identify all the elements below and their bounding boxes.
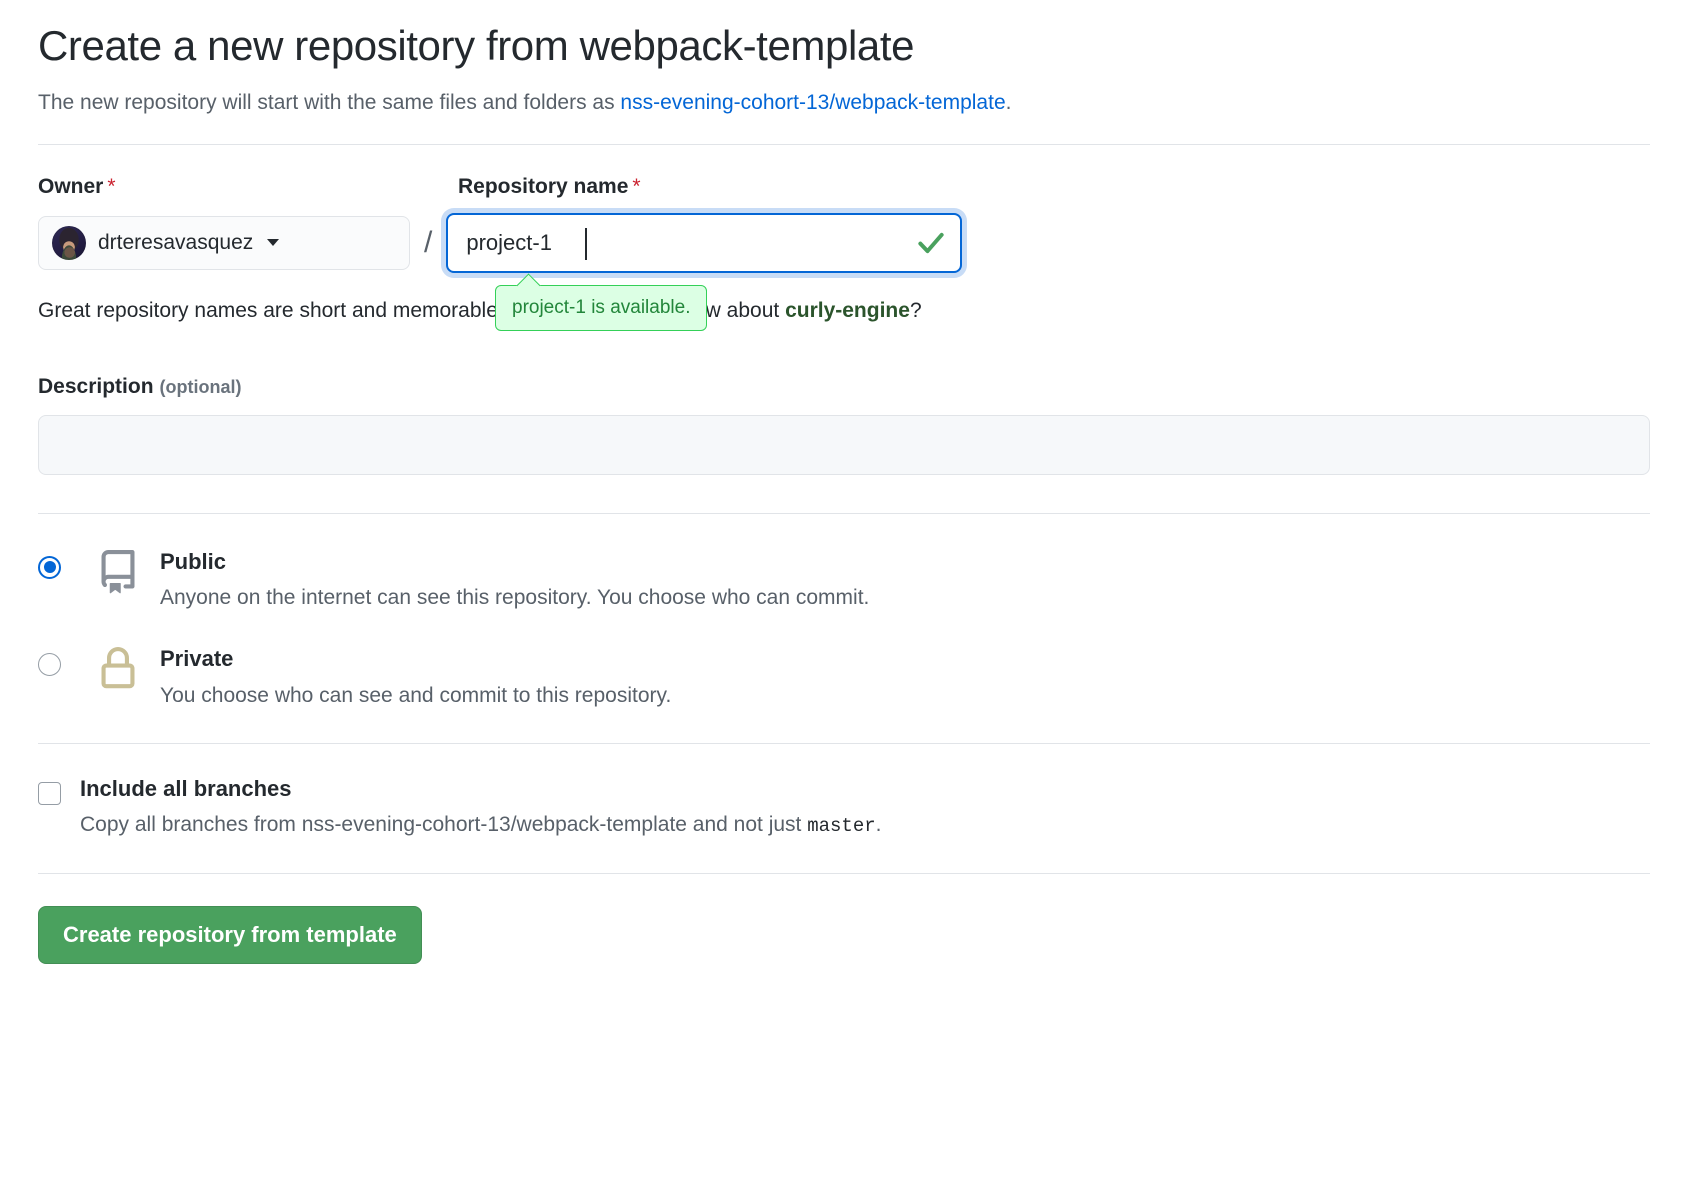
repository-name-label: Repository name xyxy=(458,174,629,198)
owner-dropdown[interactable]: drteresavasquez xyxy=(38,215,410,270)
repo-book-icon xyxy=(96,548,140,599)
description-label: Description xyxy=(38,374,154,398)
visibility-public-description: Anyone on the internet can see this repo… xyxy=(160,586,870,610)
submit-section: Create repository from template xyxy=(38,874,1650,965)
owner-name-separator: / xyxy=(424,225,433,259)
create-repository-button[interactable]: Create repository from template xyxy=(38,905,422,965)
visibility-private-body: Private You choose who can see and commi… xyxy=(160,645,671,709)
description-label-group: Description(optional) xyxy=(38,375,1650,399)
include-branches-description-after: . xyxy=(875,813,882,837)
repository-name-label-group: Repository name* xyxy=(458,175,641,199)
owner-and-name-inputs-row: drteresavasquez / xyxy=(38,212,1650,273)
availability-tooltip-text: project-1 is available. xyxy=(512,296,691,318)
description-input[interactable] xyxy=(38,414,1650,475)
divider-top xyxy=(38,143,1650,145)
divider-after-visibility xyxy=(38,743,1650,745)
include-branches-section: Include all branches Copy all branches f… xyxy=(38,744,1650,839)
divider-after-description xyxy=(38,512,1650,514)
subtitle-suffix-text: . xyxy=(1005,91,1012,115)
page-title: Create a new repository from webpack-tem… xyxy=(38,22,915,69)
repository-name-helper-text: Great repository names are short and mem… xyxy=(38,297,1650,324)
include-branches-description-before: Copy all branches from nss-evening-cohor… xyxy=(80,813,808,837)
checkbox-include-all-branches[interactable] xyxy=(38,782,61,806)
include-branches-body: Include all branches Copy all branches f… xyxy=(80,776,881,839)
repository-name-field[interactable] xyxy=(446,212,963,273)
description-section: Description(optional) xyxy=(38,375,1650,475)
page-subtitle: The new repository will start with the s… xyxy=(38,88,1650,117)
visibility-public-body: Public Anyone on the internet can see th… xyxy=(160,548,869,612)
include-branches-description: Copy all branches from nss-evening-cohor… xyxy=(80,811,881,839)
template-repo-link[interactable]: nss-evening-cohort-13/webpack-template xyxy=(620,91,1006,115)
description-optional-note: (optional) xyxy=(159,376,242,397)
create-repo-from-template-page: Create a new repository from webpack-tem… xyxy=(0,0,1688,964)
default-branch-name: master xyxy=(807,815,876,838)
radio-public[interactable] xyxy=(38,555,61,579)
include-branches-row[interactable]: Include all branches Copy all branches f… xyxy=(38,776,1650,839)
include-branches-title: Include all branches xyxy=(80,776,292,802)
availability-tooltip: project-1 is available. xyxy=(495,284,708,331)
repository-name-required-marker: * xyxy=(632,174,641,198)
repository-name-input[interactable] xyxy=(466,229,911,256)
visibility-public-title: Public xyxy=(160,548,227,574)
repository-name-helper-row: Great repository names are short and mem… xyxy=(38,284,1650,343)
visibility-option-public[interactable]: Public Anyone on the internet can see th… xyxy=(38,548,1650,612)
visibility-section: Public Anyone on the internet can see th… xyxy=(38,514,1650,710)
owner-required-marker: * xyxy=(107,174,116,198)
radio-private[interactable] xyxy=(38,653,61,677)
avatar xyxy=(52,225,86,260)
owner-label: Owner xyxy=(38,174,104,198)
divider-before-submit xyxy=(38,872,1650,874)
suggested-name-link[interactable]: curly-engine xyxy=(785,298,910,322)
check-icon xyxy=(918,232,944,253)
owner-and-name-section: Owner* Repository name* drteresavasquez … xyxy=(38,145,1650,343)
visibility-private-title: Private xyxy=(160,646,234,672)
owner-name-label: drteresavasquez xyxy=(98,230,254,254)
helper-text-after: ? xyxy=(909,298,922,322)
lock-icon xyxy=(96,645,140,696)
visibility-option-private[interactable]: Private You choose who can see and commi… xyxy=(38,645,1650,709)
chevron-down-icon xyxy=(267,239,280,247)
subtitle-prefix-text: The new repository will start with the s… xyxy=(38,91,621,115)
text-cursor xyxy=(585,227,588,260)
owner-label-group: Owner* xyxy=(38,175,458,199)
visibility-private-description: You choose who can see and commit to thi… xyxy=(160,683,672,707)
field-labels-row: Owner* Repository name* xyxy=(38,175,1650,199)
